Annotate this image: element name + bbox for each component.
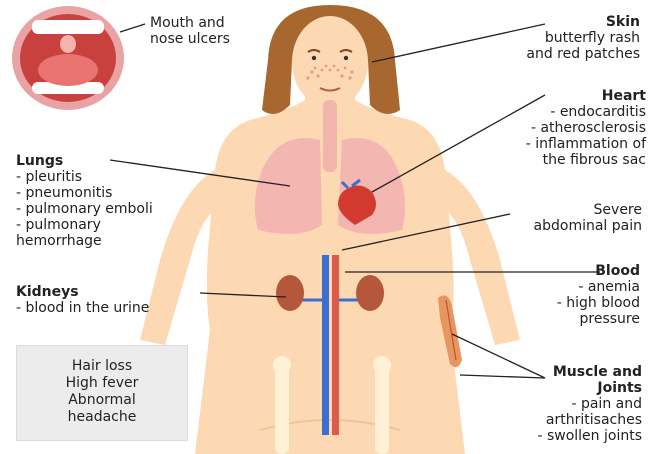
lungs-label: Lungs - pleuritis - pneumonitis - pulmon…	[16, 153, 153, 249]
lungs-item: - pulmonary emboli	[16, 201, 153, 217]
blood-item: - high blood	[557, 295, 640, 311]
muscle-title-2: Joints	[537, 380, 642, 396]
skin-line-1: butterfly rash	[526, 30, 640, 46]
symptom-item: Hair loss	[17, 358, 187, 375]
lungs-item: - pleuritis	[16, 169, 153, 185]
face	[292, 16, 368, 108]
heart-label: Heart - endocarditis - atherosclerosis -…	[526, 88, 646, 168]
muscle-item: arthritisaches	[537, 412, 642, 428]
blood-title: Blood	[557, 263, 640, 279]
kidneys-line-1: - blood in the urine	[16, 300, 149, 316]
heart-item: the fibrous sac	[526, 152, 646, 168]
vein	[322, 255, 329, 435]
skin-label: Skin butterfly rash and red patches	[526, 14, 640, 62]
muscle-title-1: Muscle and	[537, 364, 642, 380]
kidney-right	[356, 275, 384, 311]
abdomen-line-1: Severe	[534, 202, 642, 218]
lungs-item: - pulmonary	[16, 217, 153, 233]
trachea	[323, 100, 337, 172]
symptom-item: Abnormal	[17, 392, 187, 409]
heart-title: Heart	[526, 88, 646, 104]
skin-line-2: and red patches	[526, 46, 640, 62]
blood-item: - anemia	[557, 279, 640, 295]
kidneys-title: Kidneys	[16, 284, 149, 300]
general-symptoms-box: Hair loss High fever Abnormal headache	[16, 345, 188, 441]
artery	[332, 255, 339, 435]
symptom-item: High fever	[17, 375, 187, 392]
kidneys-label: Kidneys - blood in the urine	[16, 284, 149, 316]
muscle-item: - pain and	[537, 396, 642, 412]
open-mouth-icon	[12, 6, 124, 110]
muscle-joints-label: Muscle and Joints - pain and arthritisac…	[537, 364, 642, 444]
mouth-line-2: nose ulcers	[150, 31, 230, 47]
kidney-left	[276, 275, 304, 311]
lungs-title: Lungs	[16, 153, 153, 169]
blood-item: pressure	[557, 311, 640, 327]
blood-label: Blood - anemia - high blood pressure	[557, 263, 640, 327]
abdomen-line-2: abdominal pain	[534, 218, 642, 234]
abdomen-label: Severe abdominal pain	[534, 202, 642, 234]
heart-item: - inflammation of	[526, 136, 646, 152]
lungs-item: hemorrhage	[16, 233, 153, 249]
heart-item: - atherosclerosis	[526, 120, 646, 136]
skin-title: Skin	[526, 14, 640, 30]
mouth-line-1: Mouth and	[150, 15, 230, 31]
heart-item: - endocarditis	[526, 104, 646, 120]
mouth-label: Mouth and nose ulcers	[150, 15, 230, 47]
muscle-item: - swollen joints	[537, 428, 642, 444]
lungs-item: - pneumonitis	[16, 185, 153, 201]
symptom-item: headache	[17, 409, 187, 426]
